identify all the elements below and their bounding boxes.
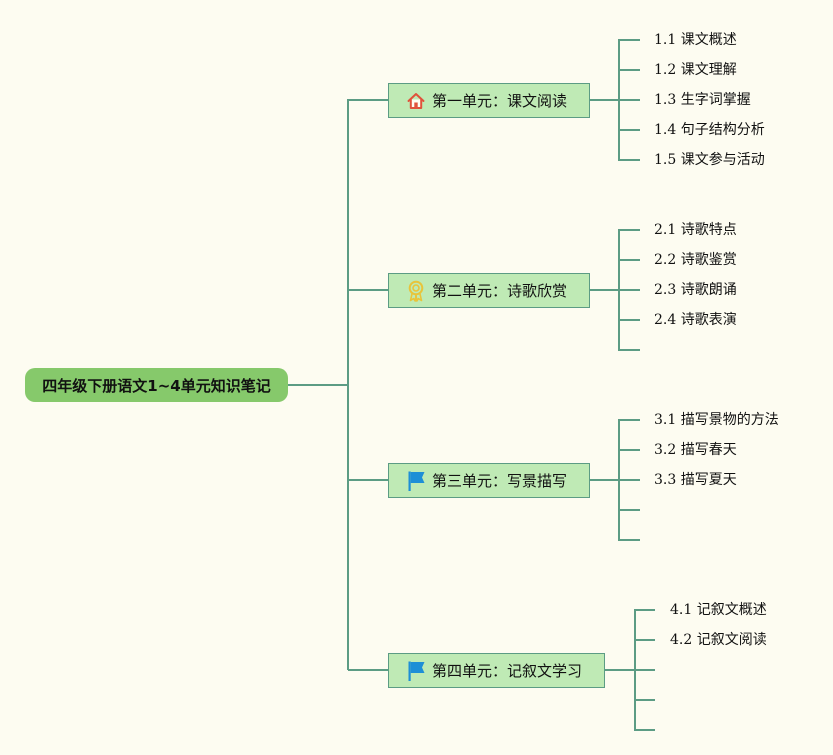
unit-3-topic[interactable]: 第三单元：写景描写 xyxy=(388,463,590,498)
flag-icon xyxy=(405,470,427,492)
unit-4-item-1[interactable]: 4.1 记叙文概述 xyxy=(670,602,767,618)
unit-2-item-3[interactable]: 2.3 诗歌朗诵 xyxy=(654,282,737,298)
unit-3-title: 第三单元：写景描写 xyxy=(432,472,568,490)
unit-1-title: 第一单元：课文阅读 xyxy=(432,92,568,110)
root-topic-label: 四年级下册语文1~4单元知识笔记 xyxy=(42,376,271,395)
unit-1-topic[interactable]: 第一单元：课文阅读 xyxy=(388,83,590,118)
unit-2-topic[interactable]: 第二单元：诗歌欣赏 xyxy=(388,273,590,308)
unit-1-item-5[interactable]: 1.5 课文参与活动 xyxy=(654,152,765,168)
unit-4-item-2[interactable]: 4.2 记叙文阅读 xyxy=(670,632,767,648)
unit-3-item-2[interactable]: 3.2 描写春天 xyxy=(654,442,737,458)
flag-icon xyxy=(405,660,427,682)
award-ribbon-icon xyxy=(405,280,427,302)
unit-2-item-1[interactable]: 2.1 诗歌特点 xyxy=(654,222,737,238)
unit-4-title: 第四单元：记叙文学习 xyxy=(432,662,583,680)
root-topic[interactable]: 四年级下册语文1~4单元知识笔记 xyxy=(25,368,288,402)
unit-1-item-2[interactable]: 1.2 课文理解 xyxy=(654,62,737,78)
unit-1-item-1[interactable]: 1.1 课文概述 xyxy=(654,32,737,48)
unit-2-title: 第二单元：诗歌欣赏 xyxy=(432,282,568,300)
unit-3-item-1[interactable]: 3.1 描写景物的方法 xyxy=(654,412,779,428)
home-icon xyxy=(405,90,427,112)
unit-2-item-4[interactable]: 2.4 诗歌表演 xyxy=(654,312,737,328)
unit-3-item-3[interactable]: 3.3 描写夏天 xyxy=(654,472,737,488)
unit-1-item-4[interactable]: 1.4 句子结构分析 xyxy=(654,122,765,138)
unit-4-topic[interactable]: 第四单元：记叙文学习 xyxy=(388,653,605,688)
unit-1-item-3[interactable]: 1.3 生字词掌握 xyxy=(654,92,751,108)
unit-2-item-2[interactable]: 2.2 诗歌鉴赏 xyxy=(654,252,737,268)
